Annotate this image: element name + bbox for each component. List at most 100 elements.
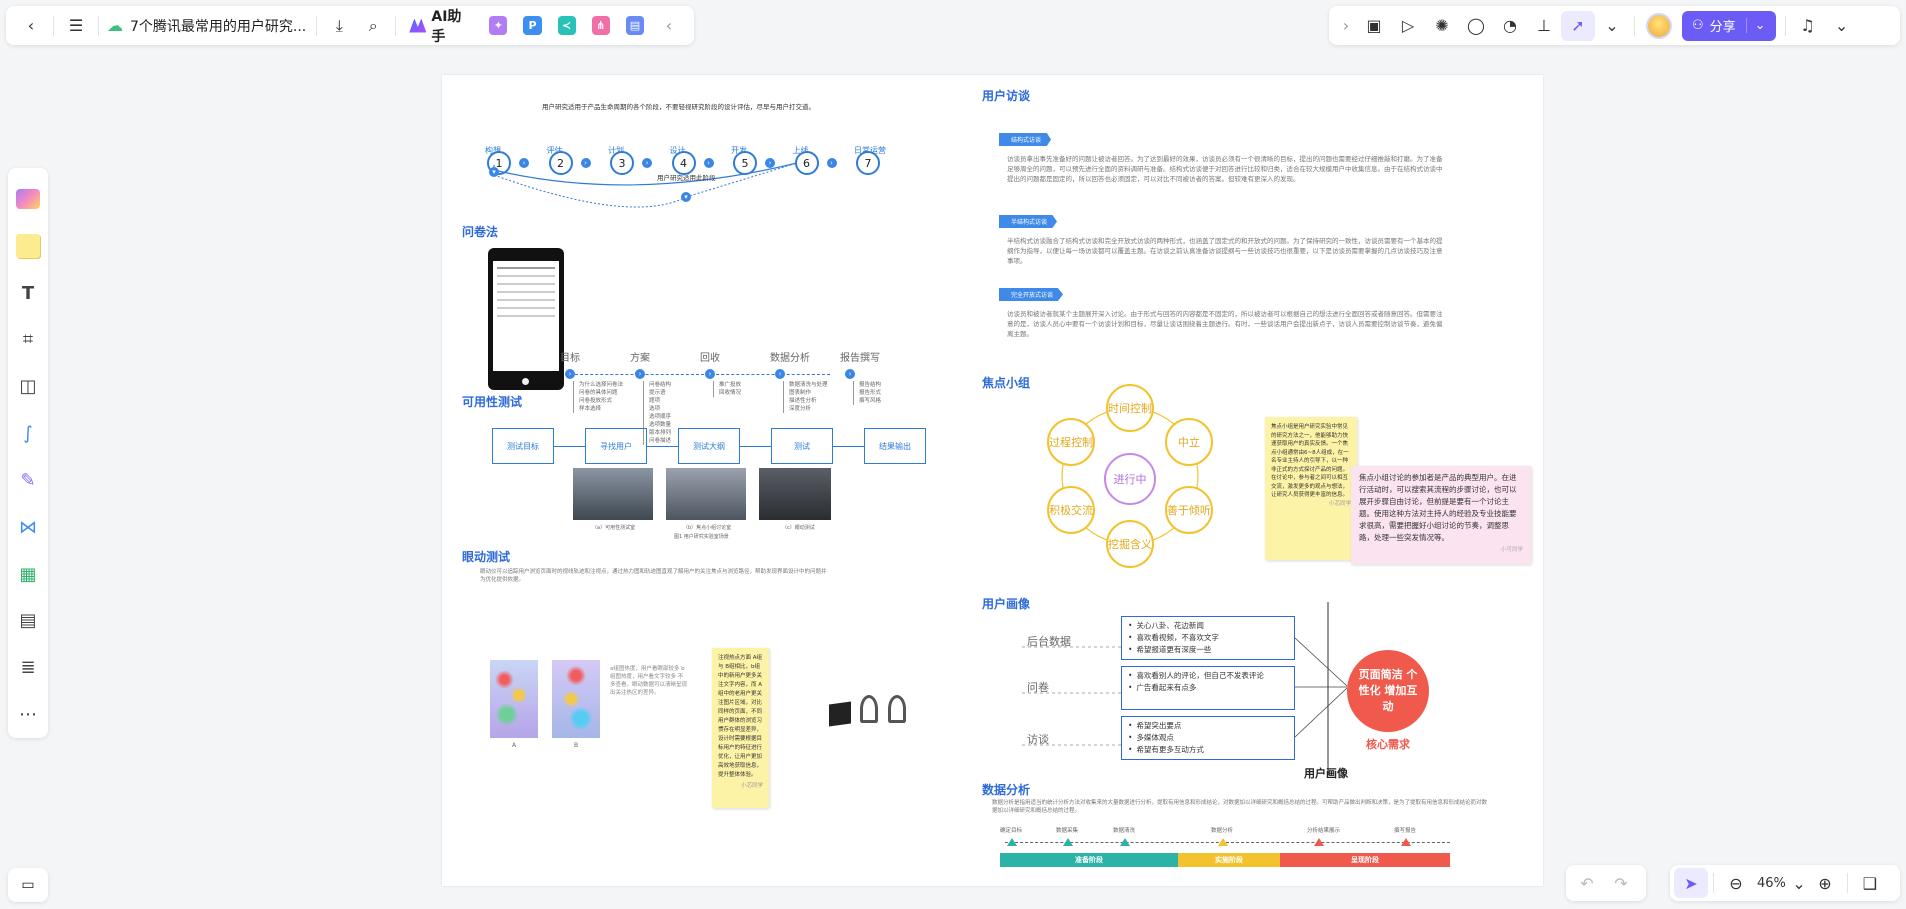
ai-assistant-button[interactable]: AI助手 bbox=[401, 6, 481, 46]
template-icon[interactable]: ▣ bbox=[1366, 16, 1382, 35]
undo-icon[interactable]: ↶ bbox=[1580, 873, 1594, 893]
sticky-note-icon[interactable] bbox=[13, 232, 43, 261]
questionnaire-item: 推广投放 bbox=[719, 382, 742, 388]
chat-app-icon[interactable]: ▤ bbox=[625, 16, 644, 35]
avatar[interactable] bbox=[1646, 12, 1672, 39]
focus-node: 挖掘含义 bbox=[1106, 520, 1154, 568]
present-play-icon[interactable]: ▷ bbox=[1401, 16, 1415, 35]
questionnaire-item: 题项 bbox=[649, 398, 661, 404]
phase-bar: 准备阶段实施阶段呈现阶段 bbox=[1000, 853, 1450, 867]
zoom-controls: ➤ ⊖ 46% ⌄ ⊕ ❑ bbox=[1670, 865, 1900, 901]
download-icon[interactable]: ⤓ bbox=[335, 15, 343, 35]
milestone-marker bbox=[1007, 838, 1017, 846]
more-tools-icon[interactable]: ⋯ bbox=[19, 704, 37, 726]
connector-tool-icon[interactable]: ∫ bbox=[23, 423, 33, 445]
usability-step-box: 寻找用户 bbox=[585, 428, 647, 464]
frame-tool-icon[interactable]: ⌗ bbox=[22, 329, 34, 351]
milestone-label: 撰写报告 bbox=[1394, 828, 1417, 834]
mindmap-tool-icon[interactable]: ⋈ bbox=[19, 516, 37, 538]
zoom-level[interactable]: 46% bbox=[1757, 875, 1786, 891]
milestone-marker bbox=[1120, 838, 1130, 846]
questionnaire-stage-items: 为什么选择问卷法问卷的具体问题问卷投放形式样本选择 bbox=[573, 381, 623, 413]
divider bbox=[53, 15, 54, 36]
questionnaire-item: 问卷的具体问题 bbox=[579, 390, 618, 396]
list-tool-icon[interactable]: ≣ bbox=[20, 657, 36, 679]
process-arrow-icon: › bbox=[519, 158, 529, 168]
usability-connector bbox=[554, 446, 585, 447]
share-button[interactable]: ⚇ 分享 ⌄ bbox=[1682, 10, 1776, 41]
zoom-out-icon[interactable]: ⊖ bbox=[1729, 873, 1743, 893]
persona-group-item: 希望突出要点 bbox=[1128, 720, 1288, 732]
document-title[interactable]: 7个腾讯最常用的用户研究... bbox=[130, 18, 307, 35]
mindmap-app-icon[interactable]: ≺ bbox=[557, 16, 576, 35]
pen-tool-icon[interactable]: ✎ bbox=[20, 469, 36, 491]
questionnaire-item: 样本选择 bbox=[579, 406, 602, 412]
section-title-focus-group: 焦点小组 bbox=[982, 376, 1031, 390]
interview-para-semi: 半结构式访谈融合了结构式访谈和完全开放式访谈的两种形式，也涵盖了固定式的和开放式… bbox=[1007, 237, 1443, 265]
select-pointer-icon[interactable]: ➤ bbox=[1674, 868, 1708, 898]
milestone-label: 确定目标 bbox=[1000, 828, 1023, 834]
focus-node: 过程控制 bbox=[1047, 418, 1096, 466]
more-chevron-icon[interactable]: ⌄ bbox=[1605, 16, 1619, 35]
data-analysis-desc: 数据分析是指用适当的统计分析方法对收集来的大量数据进行分析，提取有用信息和形成结… bbox=[992, 800, 1488, 814]
usability-step-box: 测试目标 bbox=[492, 428, 554, 464]
heatmap-label-a: A bbox=[512, 742, 517, 749]
collapse-chevron-icon[interactable]: ‹ bbox=[665, 16, 673, 35]
redo-icon[interactable]: ↷ bbox=[1614, 873, 1628, 893]
table-tool-icon[interactable]: ▦ bbox=[19, 563, 37, 585]
minimap-toggle-icon[interactable]: ▭ bbox=[8, 868, 48, 902]
flow-app-icon[interactable]: ⋔ bbox=[591, 16, 610, 35]
back-icon[interactable]: ‹ bbox=[27, 16, 35, 35]
interview-para-open: 访谈员和被访者就某个主题展开深入讨论。由于形式与回答的内容都是不固定的，所以被访… bbox=[1007, 310, 1443, 338]
questionnaire-item: 深度分析 bbox=[789, 406, 812, 412]
vote-icon[interactable]: ⊥ bbox=[1537, 16, 1551, 35]
focus-node: 时间控制 bbox=[1106, 384, 1154, 432]
usability-connector bbox=[647, 446, 678, 447]
divider bbox=[98, 15, 99, 36]
shape-tool-icon[interactable]: ◫ bbox=[19, 376, 37, 398]
process-step-3: 3 bbox=[610, 151, 634, 175]
focus-node: 中立 bbox=[1164, 418, 1213, 466]
cursor-follow-icon[interactable]: ➚ bbox=[1561, 10, 1595, 41]
process-arrow-icon: › bbox=[826, 158, 837, 168]
persona-group-item: 广告看起来有点多 bbox=[1128, 682, 1288, 694]
text-tool-icon[interactable]: T bbox=[21, 282, 35, 304]
photo-caption-a: （a）可用性测试室 bbox=[592, 525, 636, 531]
book-icon[interactable]: ❑ bbox=[1862, 873, 1878, 893]
questionnaire-item: 版本排列 bbox=[649, 430, 672, 436]
chevron-down-icon[interactable]: ⌄ bbox=[1834, 16, 1849, 35]
bell-icon[interactable]: ♫ bbox=[1800, 16, 1815, 35]
expand-chevron-icon[interactable]: › bbox=[1342, 16, 1350, 35]
persona-group-box: 喜欢看别人的评论，但自己不发表评论广告看起来有点多 bbox=[1121, 666, 1295, 710]
menu-icon[interactable]: ☰ bbox=[68, 16, 84, 35]
divider bbox=[395, 15, 397, 36]
process-label-3: 计划 bbox=[608, 146, 624, 155]
divider bbox=[1634, 15, 1635, 36]
board-frame[interactable]: 用户研究适用于产品生命周期的各个阶段，不要轻视研究阶段的设计评估，尽早与用户打交… bbox=[442, 75, 1543, 886]
template-library-icon[interactable] bbox=[13, 185, 43, 214]
comment-icon[interactable]: ◯ bbox=[1467, 16, 1485, 35]
p-app-icon[interactable]: P bbox=[523, 16, 542, 35]
magic-app-icon[interactable]: ✦ bbox=[489, 16, 508, 35]
zoom-in-icon[interactable]: ⊕ bbox=[1818, 873, 1832, 893]
process-arrow-icon: › bbox=[703, 158, 714, 168]
text-doc-tool-icon[interactable]: ▤ bbox=[19, 610, 37, 632]
eyetracking-sticky-note[interactable]: 注视热点方面 A组与 B组相比，b组中的新用户更多关注文字内容，而 A组中的老用… bbox=[712, 648, 769, 808]
timer-icon[interactable]: ◔ bbox=[1503, 16, 1517, 35]
share-dropdown-icon[interactable]: ⌄ bbox=[1745, 18, 1766, 33]
questionnaire-stage-items: 报告结构报告形式撰写风格 bbox=[853, 381, 881, 405]
zoom-dropdown-icon[interactable]: ⌄ bbox=[1792, 873, 1806, 893]
celebrate-icon[interactable]: ✺ bbox=[1435, 16, 1449, 35]
questionnaire-stage-label: 目标 bbox=[560, 353, 580, 364]
questionnaire-item: 问卷投放形式 bbox=[579, 398, 613, 404]
milestone-marker bbox=[1063, 838, 1073, 846]
focus-sticky-note-pink[interactable]: 焦点小组讨论的参加者是产品的典型用户。在进行活动时，可以搜索其流程的步骤讨论，也… bbox=[1351, 466, 1531, 564]
persona-group-box: 关心八卦、花边新闻喜欢看视频，不喜欢文字希望报道更有深度一些 bbox=[1121, 616, 1295, 660]
search-icon[interactable]: ⌕ bbox=[368, 15, 378, 35]
questionnaire-item: 为什么选择问卷法 bbox=[579, 382, 624, 388]
persona-group-box: 希望突出要点多媒体观点希望有更多互动方式 bbox=[1121, 716, 1295, 760]
focus-node: 善于倾听 bbox=[1164, 486, 1213, 534]
persona-group-item: 多媒体观点 bbox=[1128, 732, 1288, 744]
process-label-2: 评估 bbox=[546, 146, 563, 155]
focus-sticky-note-yellow[interactable]: 焦点小组是用户研究实验中常见的研究方法之一，他能够助力快速获取用户的真实反馈。一… bbox=[1265, 417, 1357, 560]
